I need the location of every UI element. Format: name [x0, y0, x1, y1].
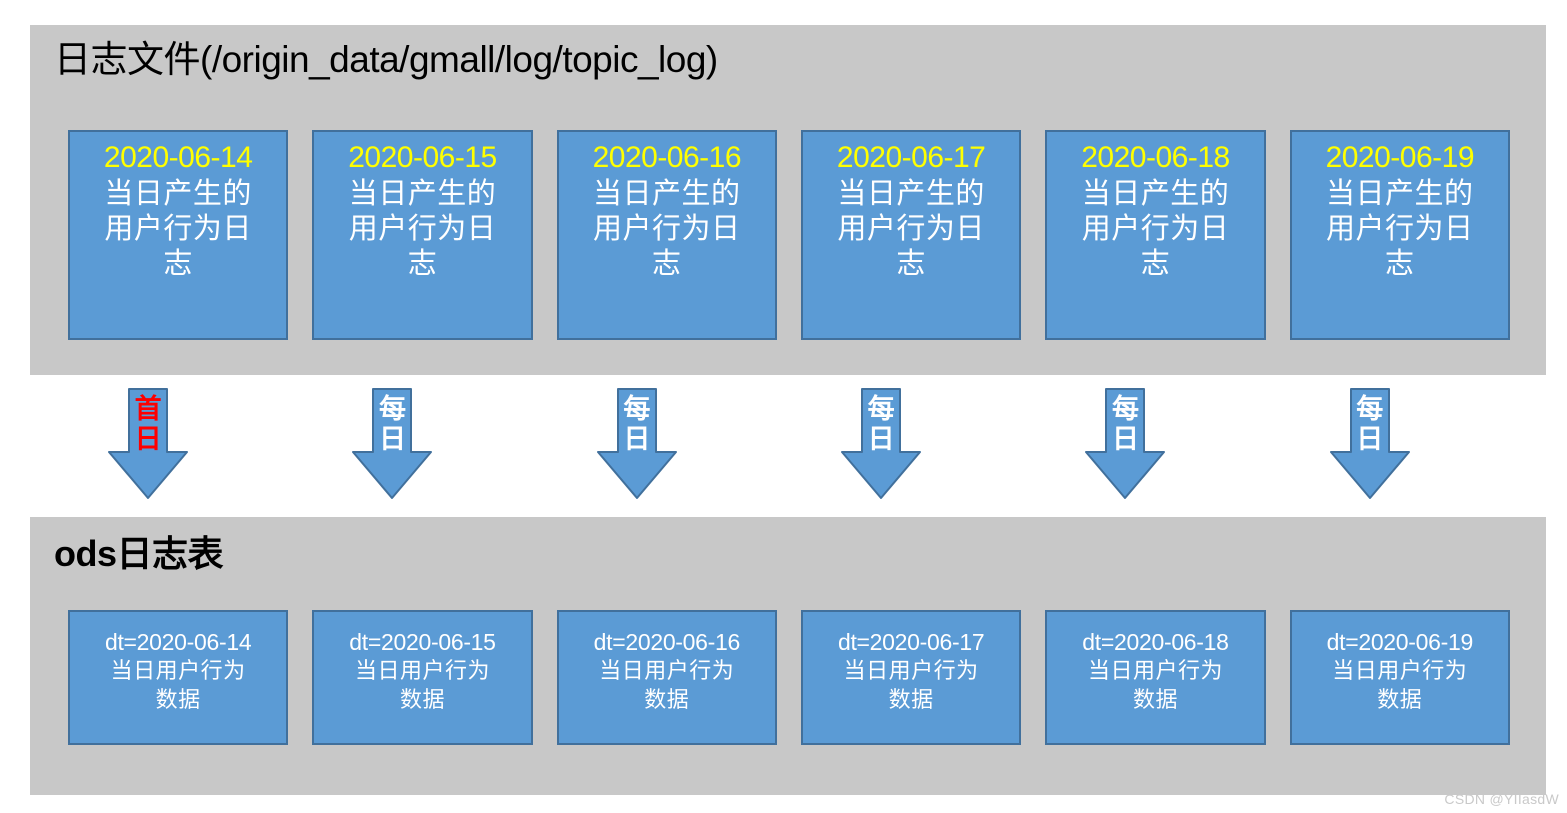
ods-box-partition: dt=2020-06-14 [104, 629, 252, 655]
ods-box-partition: dt=2020-06-17 [837, 629, 985, 655]
source-log-box[interactable]: 2020-06-18 当日产生的用户行为日志 [1045, 130, 1266, 340]
down-arrow-icon: 每 日 [1329, 388, 1410, 500]
arrow-label: 首 日 [108, 394, 188, 454]
arrow-label-line2: 日 [1356, 424, 1384, 455]
source-log-box[interactable]: 2020-06-17 当日产生的用户行为日志 [800, 130, 1022, 340]
source-box-description: 当日产生的用户行为日志 [837, 177, 985, 281]
ods-box-partition: dt=2020-06-15 [349, 629, 496, 655]
arrow-label: 每 日 [841, 394, 921, 454]
down-arrow-icon: 每 日 [841, 388, 922, 500]
arrow-label-line1: 每 [1111, 394, 1139, 424]
arrow-label-line2: 日 [623, 424, 651, 455]
ods-box-description: 当日用户行为数据 [599, 658, 735, 713]
arrow-label: 每 日 [352, 394, 432, 454]
arrow-label-line1: 首 [134, 394, 162, 424]
watermark: CSDN @YIIasdW [1444, 791, 1559, 807]
source-box-description: 当日产生的用户行为日志 [1081, 177, 1230, 281]
ods-partition-box[interactable]: dt=2020-06-18 当日用户行为数据 [1045, 610, 1266, 745]
ods-box-description: 当日用户行为数据 [110, 658, 246, 713]
ods-box-description: 当日用户行为数据 [843, 658, 979, 713]
source-panel-title: 日志文件(/origin_data/gmall/log/topic_log) [54, 39, 718, 80]
arrow-label-line1: 每 [378, 394, 406, 424]
arrow-cell: 每 日 [1260, 388, 1480, 500]
arrow-label-line2: 日 [1111, 424, 1139, 455]
ods-box-partition: dt=2020-06-18 [1082, 629, 1229, 655]
source-box-date: 2020-06-17 [836, 141, 986, 174]
arrow-label: 每 日 [1085, 394, 1165, 454]
arrow-cell: 每 日 [771, 388, 991, 500]
arrow-label-line1: 每 [1356, 394, 1384, 424]
source-log-box[interactable]: 2020-06-15 当日产生的用户行为日志 [312, 130, 533, 340]
source-log-panel: 日志文件(/origin_data/gmall/log/topic_log) 2… [30, 25, 1546, 375]
ods-partition-box[interactable]: dt=2020-06-19 当日用户行为数据 [1289, 610, 1510, 745]
source-box-date: 2020-06-19 [1325, 141, 1475, 174]
arrow-label: 每 日 [597, 394, 677, 454]
source-box-description: 当日产生的用户行为日志 [593, 177, 741, 281]
ods-table-panel: ods日志表 dt=2020-06-14 当日用户行为数据 dt=2020-06… [30, 517, 1546, 795]
arrow-label-line1: 每 [623, 394, 651, 424]
arrow-row: 首 日 每 日 每 日 [38, 388, 1480, 500]
source-box-description: 当日产生的用户行为日志 [348, 177, 497, 281]
arrow-label: 每 日 [1330, 394, 1410, 454]
source-box-date: 2020-06-14 [103, 141, 253, 174]
ods-partition-box[interactable]: dt=2020-06-16 当日用户行为数据 [556, 610, 777, 745]
ods-box-description: 当日用户行为数据 [354, 658, 490, 713]
arrow-label-line2: 日 [867, 424, 895, 455]
source-box-row: 2020-06-14 当日产生的用户行为日志 2020-06-15 当日产生的用… [68, 130, 1510, 340]
down-arrow-icon: 每 日 [352, 388, 433, 500]
source-box-date: 2020-06-16 [592, 141, 742, 174]
ods-box-description: 当日用户行为数据 [1087, 658, 1223, 713]
source-box-date: 2020-06-15 [348, 141, 497, 174]
source-box-date: 2020-06-18 [1081, 141, 1230, 174]
arrow-label-line2: 日 [134, 424, 162, 455]
ods-box-description: 当日用户行为数据 [1332, 658, 1468, 713]
arrow-label-line2: 日 [378, 424, 406, 455]
arrow-cell: 首 日 [38, 388, 258, 500]
source-log-box[interactable]: 2020-06-19 当日产生的用户行为日志 [1289, 130, 1510, 340]
ods-partition-box[interactable]: dt=2020-06-15 当日用户行为数据 [312, 610, 533, 745]
ods-box-partition: dt=2020-06-19 [1326, 629, 1474, 655]
source-log-box[interactable]: 2020-06-16 当日产生的用户行为日志 [556, 130, 777, 340]
ods-partition-box[interactable]: dt=2020-06-14 当日用户行为数据 [68, 610, 289, 745]
ods-box-row: dt=2020-06-14 当日用户行为数据 dt=2020-06-15 当日用… [68, 610, 1510, 745]
down-arrow-icon: 每 日 [596, 388, 677, 500]
arrow-cell: 每 日 [282, 388, 502, 500]
arrow-label-line1: 每 [867, 394, 895, 424]
down-arrow-icon: 每 日 [1085, 388, 1166, 500]
source-box-description: 当日产生的用户行为日志 [1326, 177, 1474, 281]
source-box-description: 当日产生的用户行为日志 [104, 177, 252, 281]
arrow-cell: 每 日 [1015, 388, 1235, 500]
down-arrow-icon: 首 日 [108, 388, 189, 500]
arrow-cell: 每 日 [527, 388, 747, 500]
ods-partition-box[interactable]: dt=2020-06-17 当日用户行为数据 [800, 610, 1022, 745]
source-log-box[interactable]: 2020-06-14 当日产生的用户行为日志 [68, 130, 289, 340]
ods-box-partition: dt=2020-06-16 [593, 629, 741, 655]
ods-panel-title: ods日志表 [54, 533, 224, 574]
